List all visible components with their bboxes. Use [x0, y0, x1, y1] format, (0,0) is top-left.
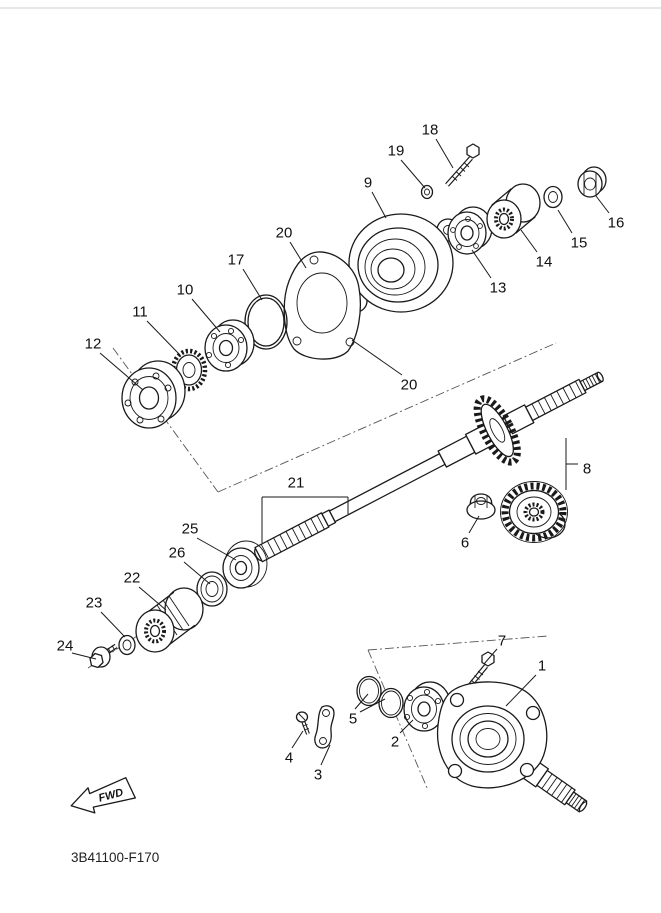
callout-leader-2 [399, 719, 414, 734]
callout-leader-15 [557, 209, 573, 234]
callout-leader-7 [483, 648, 498, 665]
callout-11: 11 [132, 304, 148, 321]
callout-leader-20 [289, 241, 307, 269]
callout-8: 8 [583, 461, 591, 478]
part-20-gasket [283, 251, 362, 360]
callout-leader-5 [354, 693, 369, 710]
callout-7: 7 [498, 633, 506, 650]
callout-9: 9 [364, 175, 372, 192]
callout-23: 23 [86, 595, 103, 612]
callout-leader-6 [468, 515, 480, 534]
part-24-bolt [89, 643, 118, 669]
callout-leader-26 [183, 561, 211, 585]
callout-26: 26 [169, 545, 186, 562]
part-13-bearing [447, 206, 493, 255]
callout-16: 16 [608, 215, 625, 232]
axis-line [367, 635, 549, 651]
part-16-nut [577, 166, 607, 198]
callout-leader-24 [71, 652, 97, 660]
part-12-bearing [121, 360, 186, 429]
callout-leader-13 [471, 249, 492, 279]
callout-18: 18 [422, 122, 439, 139]
callout-6: 6 [461, 535, 469, 552]
callout-leader-12 [99, 352, 144, 391]
callout-10: 10 [177, 282, 194, 299]
fwd-arrow: FWD [70, 777, 136, 814]
axis-line [217, 342, 557, 493]
middle-gear-teeth [473, 395, 521, 466]
callout-1: 1 [538, 658, 546, 675]
axis-line [367, 649, 429, 791]
part-17-o-ring [244, 294, 288, 350]
callout-20: 20 [401, 377, 418, 394]
callout-19: 19 [388, 143, 405, 160]
part-code: 3B41100-F170 [71, 850, 159, 865]
callout-21: 21 [288, 475, 305, 492]
part-19-washer [420, 184, 434, 200]
callout-leader-5 [359, 698, 386, 713]
callout-25: 25 [182, 521, 199, 538]
callout-leader-10 [191, 298, 221, 333]
part-6-nut [466, 493, 496, 520]
callout-leader-4 [291, 730, 304, 749]
callout-leader-19 [400, 159, 426, 189]
part-23-washer [118, 634, 136, 656]
part-22-damper [135, 587, 204, 653]
callout-13: 13 [490, 280, 507, 297]
callout-leader-1 [505, 674, 537, 707]
callout-15: 15 [571, 235, 588, 252]
part-5-shims [356, 675, 404, 719]
callout-leader-14 [520, 229, 538, 253]
part-18-bolt [445, 143, 480, 187]
part-1-housing [436, 681, 588, 813]
part-10-bearing [204, 319, 255, 372]
part-26-seal [196, 571, 228, 607]
callout-leader-17 [242, 268, 263, 301]
callout-leader-11 [146, 320, 181, 356]
callout-12: 12 [85, 336, 102, 353]
part-14-coupling [486, 183, 541, 239]
callout-leader-18 [435, 138, 454, 169]
callout-2: 2 [391, 734, 399, 751]
callout-leader-25 [196, 537, 237, 561]
callout-3: 3 [314, 767, 322, 784]
callout-leader-3 [320, 744, 331, 766]
callout-leader-22 [138, 586, 167, 611]
callout-leader-20 [351, 339, 403, 376]
callout-17: 17 [228, 252, 245, 269]
callout-5: 5 [349, 711, 357, 728]
part-8-driven-gear [500, 481, 568, 543]
callout-leader-16 [595, 195, 610, 214]
part-4-screw [295, 711, 310, 735]
callout-leader-9 [371, 191, 387, 219]
part-25-bearing [222, 540, 268, 589]
part-15-washer [543, 185, 563, 209]
callout-24: 24 [57, 638, 74, 655]
callout-leader-23 [100, 611, 126, 638]
callout-20: 20 [276, 225, 293, 242]
driven-gear-teeth [501, 482, 567, 542]
part-8-drive-shaft [253, 371, 604, 563]
callout-14: 14 [536, 254, 553, 271]
callout-4: 4 [285, 750, 293, 767]
callout-22: 22 [124, 570, 141, 587]
part-3-stopper-plate [314, 705, 335, 749]
part-9-bearing-housing [344, 213, 460, 313]
